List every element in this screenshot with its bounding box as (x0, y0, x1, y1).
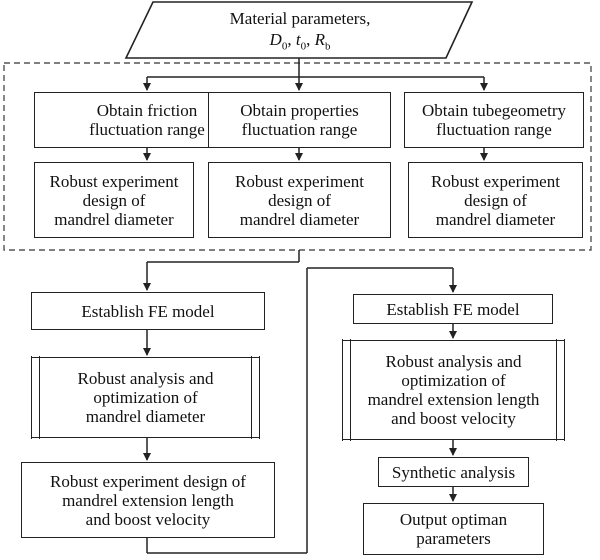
left-analysis-line1: Robust analysis and (77, 369, 214, 388)
var-t: t (295, 30, 301, 49)
input-parameters: Material parameters, D0, t0, Rb (140, 8, 460, 57)
friction-range-line1: Obtain friction (96, 101, 198, 120)
left-experiment-line1: Robust experiment design of (50, 471, 246, 491)
output-line1: Output optiman (399, 510, 508, 529)
design-2-line3: mandrel diameter (239, 209, 360, 229)
synthetic-analysis-box: Synthetic analysis (378, 457, 529, 487)
right-fe-model-box: Establish FE model (353, 294, 553, 324)
output-line2: parameters (416, 529, 491, 548)
properties-range-line1: Obtain properties (240, 101, 359, 120)
right-analysis-line4: and boost velocity (391, 409, 516, 428)
tubegeometry-range-line2: fluctuation range (436, 120, 552, 139)
synthetic-analysis-label: Synthetic analysis (391, 462, 516, 482)
right-fe-model-label: Establish FE model (386, 299, 520, 319)
left-experiment-line2: mandrel extension length (62, 490, 234, 510)
var-d: D (269, 30, 282, 49)
var-r-sub: b (324, 40, 331, 53)
left-analysis-line3: mandrel diameter (85, 407, 206, 426)
design-1-line1: Robust experiment (49, 171, 179, 191)
design-2-line1: Robust experiment (235, 171, 364, 191)
design-3-line1: Robust experiment (431, 171, 560, 191)
properties-range-line2: fluctuation range (241, 120, 358, 139)
left-fe-model-box: Establish FE model (31, 292, 265, 330)
left-analysis-line2: optimization of (93, 388, 198, 407)
left-fe-model-label: Establish FE model (81, 301, 215, 321)
design-1-line2: design of (82, 190, 146, 210)
input-variables: D0, t0, Rb (269, 30, 331, 53)
input-parallelogram (124, 1, 474, 59)
design-3-line2: design of (464, 190, 527, 210)
design-2-line2: design of (268, 190, 331, 210)
right-analysis-line2: optimization of (401, 371, 506, 390)
var-t-sub: 0 (300, 40, 307, 53)
friction-range-line2: fluctuation range (89, 120, 205, 139)
input-title: Material parameters, (229, 9, 371, 28)
tubegeometry-range-line1: Obtain tubegeometry (422, 101, 566, 120)
right-analysis-line3: mandrel extension length (367, 390, 540, 409)
left-experiment-line3: and boost velocity (85, 509, 211, 529)
right-analysis-line1: Robust analysis and (385, 352, 522, 371)
design-3-line3: mandrel diameter (435, 209, 556, 229)
parallel-group-boundary (3, 62, 592, 251)
var-d-sub: 0 (281, 40, 288, 53)
var-r: R (314, 30, 325, 49)
design-1-line3: mandrel diameter (54, 209, 174, 229)
